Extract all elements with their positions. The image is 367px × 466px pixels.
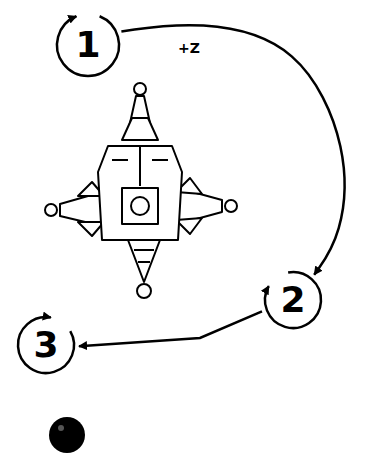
lower-leg — [128, 240, 160, 282]
moon-ball — [49, 417, 85, 453]
descent-stage — [98, 146, 182, 240]
ball-highlight — [58, 425, 64, 431]
ascent-stage — [122, 118, 158, 140]
footpad — [225, 200, 237, 212]
callout-number: 3 — [18, 317, 74, 373]
callout-number: 2 — [265, 272, 321, 328]
axis-label: +Z — [178, 40, 200, 56]
footpad — [45, 204, 57, 216]
footpad — [134, 83, 146, 95]
motion-arrow — [79, 311, 262, 346]
footpad — [137, 284, 151, 298]
callout-number: 1 — [57, 14, 119, 76]
strut — [134, 250, 154, 262]
lunar-module — [45, 83, 237, 298]
hatch — [122, 188, 158, 224]
rotation-circle: 3 — [18, 317, 74, 373]
left-leg — [60, 192, 102, 226]
port — [131, 197, 149, 215]
motion-arrow — [121, 25, 344, 275]
detail — [112, 146, 168, 186]
rotation-circle: 1 — [57, 14, 119, 76]
rotation-circle: 2 — [265, 272, 321, 328]
rotation-arc-path — [265, 272, 321, 328]
rotation-arc-path — [18, 317, 74, 373]
